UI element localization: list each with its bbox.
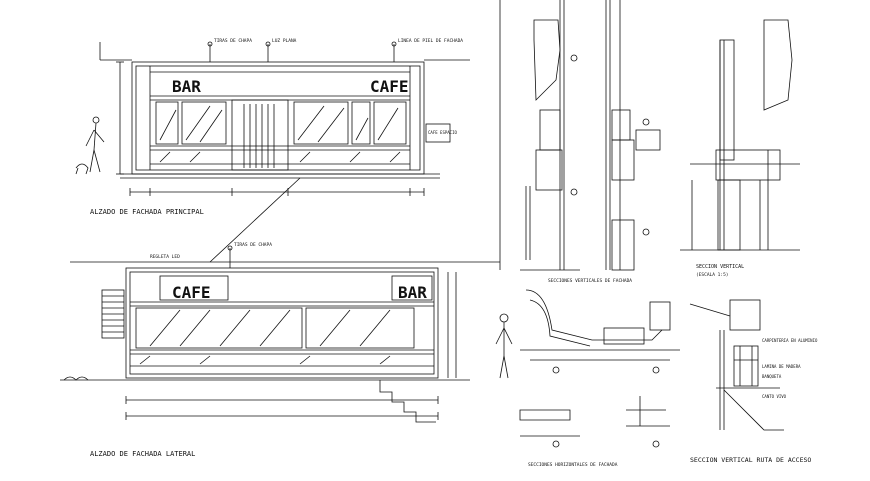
access-note-4: CANTO VIVO: [762, 394, 787, 399]
access-section-caption: SECCION VERTICAL RUTA DE ACCESO: [690, 456, 811, 464]
front-callout-1: TIRAS DE CHAPA: [214, 38, 252, 44]
detail-section-caption: SECCION VERTICAL: [696, 264, 744, 270]
access-note-2: LAMINA DE MADERA: [762, 364, 801, 369]
front-elevation: [75, 41, 470, 196]
access-note-1: CARPINTERIA EN ALUMINIO: [762, 338, 818, 343]
side-callout-1: TIRAS DE CHAPA: [234, 242, 272, 248]
front-sign-bar: BAR: [172, 77, 201, 96]
side-sign-group: CAFE BAR: [172, 283, 427, 302]
side-elevation-title: ALZADO DE FACHADA LATERAL: [90, 450, 195, 458]
vertical-section-detail: [680, 19, 800, 251]
side-sign-cafe: CAFE: [172, 283, 211, 302]
access-section: [689, 299, 784, 431]
access-note-3: BANQUETA: [762, 374, 782, 379]
vertical-sections: [520, 0, 661, 271]
front-callout-3: LINEA DE PIEL DE FACHADA: [398, 38, 463, 44]
front-callout-2: LUZ PLANA: [272, 38, 297, 44]
side-elevation: [60, 245, 513, 423]
vertical-sections-caption: SECCIONES VERTICALES DE FACHADA: [548, 278, 632, 284]
side-callout-2: REGLETA LED: [150, 254, 180, 260]
side-sign-bar: BAR: [398, 283, 427, 302]
front-sign-cafe: CAFE: [370, 77, 409, 96]
front-sign-group: BAR CAFE: [172, 77, 409, 96]
horizontal-sections: [519, 289, 680, 448]
front-elevation-title: ALZADO DE FACHADA PRINCIPAL: [90, 208, 204, 216]
front-side-note: CAFE ESPACIO: [428, 130, 457, 135]
detail-section-scale: (ESCALA 1:5): [696, 272, 729, 278]
horizontal-sections-caption: SECCIONES HORIZONTALES DE FACHADA: [528, 462, 618, 468]
